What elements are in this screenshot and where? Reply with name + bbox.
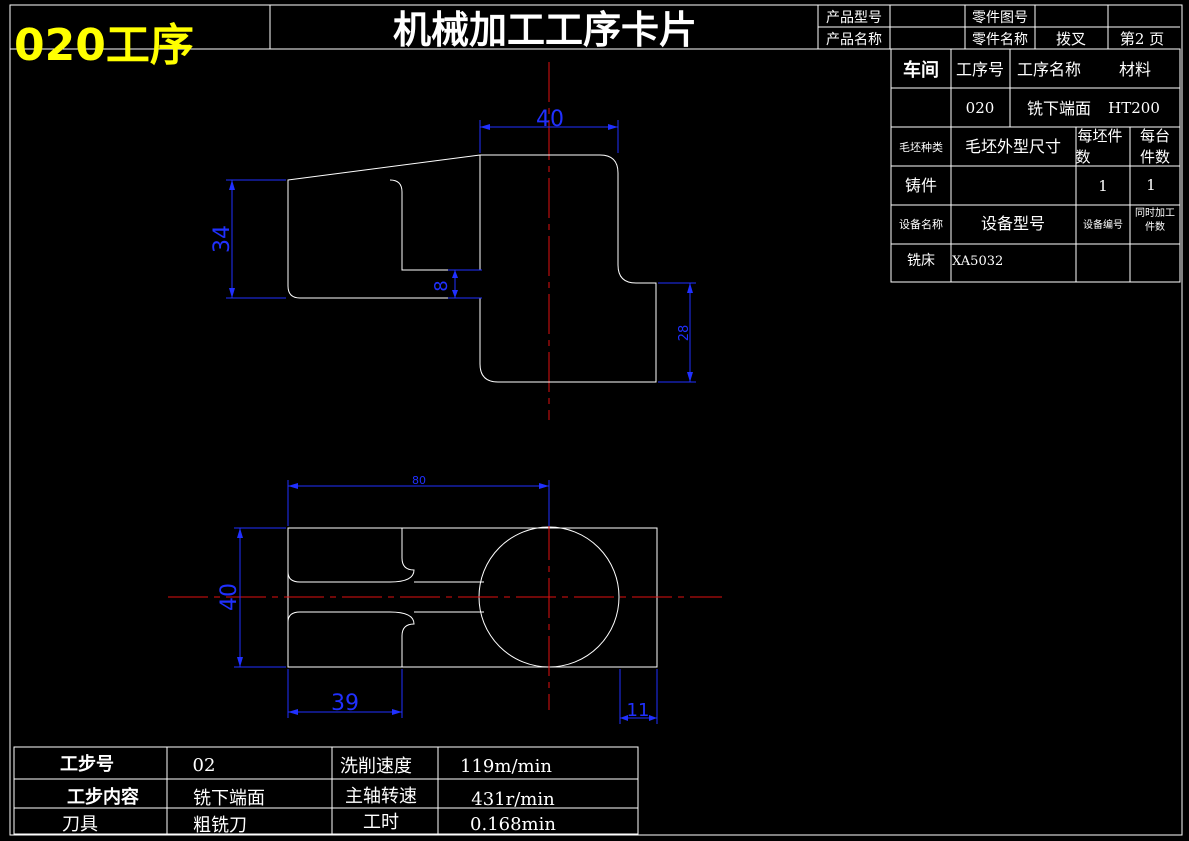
dim-top-width: 40 xyxy=(536,107,564,132)
per-unit-label-line1: 每台 xyxy=(1140,127,1170,145)
top-view-slot xyxy=(389,179,480,271)
part-name-value: 拨叉 xyxy=(1056,30,1086,48)
per-blank-label-line2: 数 xyxy=(1075,148,1090,166)
top-view-outline xyxy=(287,154,657,383)
simul-label-line1: 同时加工 xyxy=(1135,207,1175,219)
product-name-label: 产品名称 xyxy=(826,32,882,48)
time-label: 工时 xyxy=(363,812,399,833)
dim-bottom-right-len: 11 xyxy=(627,700,650,721)
speed-value: 119m/min xyxy=(460,756,552,777)
per-unit-label-line2: 件数 xyxy=(1140,148,1170,166)
dim-bottom-height: 40 xyxy=(217,583,242,611)
workshop-label: 车间 xyxy=(903,59,939,81)
page-number: 第2 页 xyxy=(1120,30,1164,48)
per-blank-label-line1: 每坯件 xyxy=(1077,127,1122,145)
per-blank-value: 1 xyxy=(1098,177,1108,195)
top-view: 40 34 8 28 xyxy=(210,62,696,420)
material-label: 材料 xyxy=(1119,60,1151,79)
step-no-label: 工步号 xyxy=(60,753,114,775)
op-no-label: 工序号 xyxy=(956,60,1004,79)
blank-type-value: 铸件 xyxy=(905,176,937,195)
simul-label-line2: 件数 xyxy=(1145,220,1165,233)
speed-label: 洗削速度 xyxy=(340,756,412,777)
bottom-view: 80 40 39 11 xyxy=(168,474,722,724)
product-model-label: 产品型号 xyxy=(826,10,882,26)
op-name-label: 工序名称 xyxy=(1017,60,1081,79)
op-no-value: 020 xyxy=(966,99,995,117)
lower-slot xyxy=(287,611,415,667)
part-number-label: 零件图号 xyxy=(972,10,1028,26)
title-block: 020工序 机械加工工序卡片 产品型号 产品名称 零件图号 零件名称 拨叉 第2… xyxy=(10,5,1180,71)
material-value: HT200 xyxy=(1108,99,1160,117)
spindle-value: 431r/min xyxy=(471,789,555,810)
dim-top-slot: 8 xyxy=(431,280,452,291)
equip-model-label: 设备型号 xyxy=(981,214,1045,233)
dim-top-right-height: 28 xyxy=(677,325,692,342)
content-label: 工步内容 xyxy=(67,786,139,808)
time-value: 0.168min xyxy=(470,814,556,835)
tool-value: 粗铣刀 xyxy=(193,815,247,836)
step-no-value: 02 xyxy=(193,755,216,776)
tool-label: 刀具 xyxy=(62,814,98,835)
spindle-label: 主轴转速 xyxy=(345,786,417,807)
info-table: 车间 工序号 工序名称 材料 020 铣下端面 HT200 毛坯种类 毛坯外型尺… xyxy=(890,48,1181,283)
equip-name-label: 设备名称 xyxy=(899,217,943,231)
equip-no-label: 设备编号 xyxy=(1083,218,1123,231)
dim-bottom-left-len: 39 xyxy=(331,691,359,716)
per-unit-value: 1 xyxy=(1146,176,1156,194)
operation-stamp: 020工序 xyxy=(14,20,194,71)
blank-type-label: 毛坯种类 xyxy=(899,140,943,154)
part-name-label: 零件名称 xyxy=(972,32,1028,48)
op-name-value: 铣下端面 xyxy=(1027,99,1091,118)
dim-top-left-height: 34 xyxy=(210,225,235,253)
card-title: 机械加工工序卡片 xyxy=(393,8,697,52)
upper-slot xyxy=(287,528,415,583)
equip-model-value: XA5032 xyxy=(952,254,1003,269)
drawing-frame xyxy=(9,4,1183,836)
equip-name-value: 铣床 xyxy=(907,253,935,269)
step-table: 工步号 02 洗削速度 119m/min 工步内容 铣下端面 主轴转速 431r… xyxy=(13,746,639,836)
blank-size-label: 毛坯外型尺寸 xyxy=(965,137,1061,156)
content-value: 铣下端面 xyxy=(193,788,265,809)
dim-bottom-length: 80 xyxy=(412,474,426,487)
